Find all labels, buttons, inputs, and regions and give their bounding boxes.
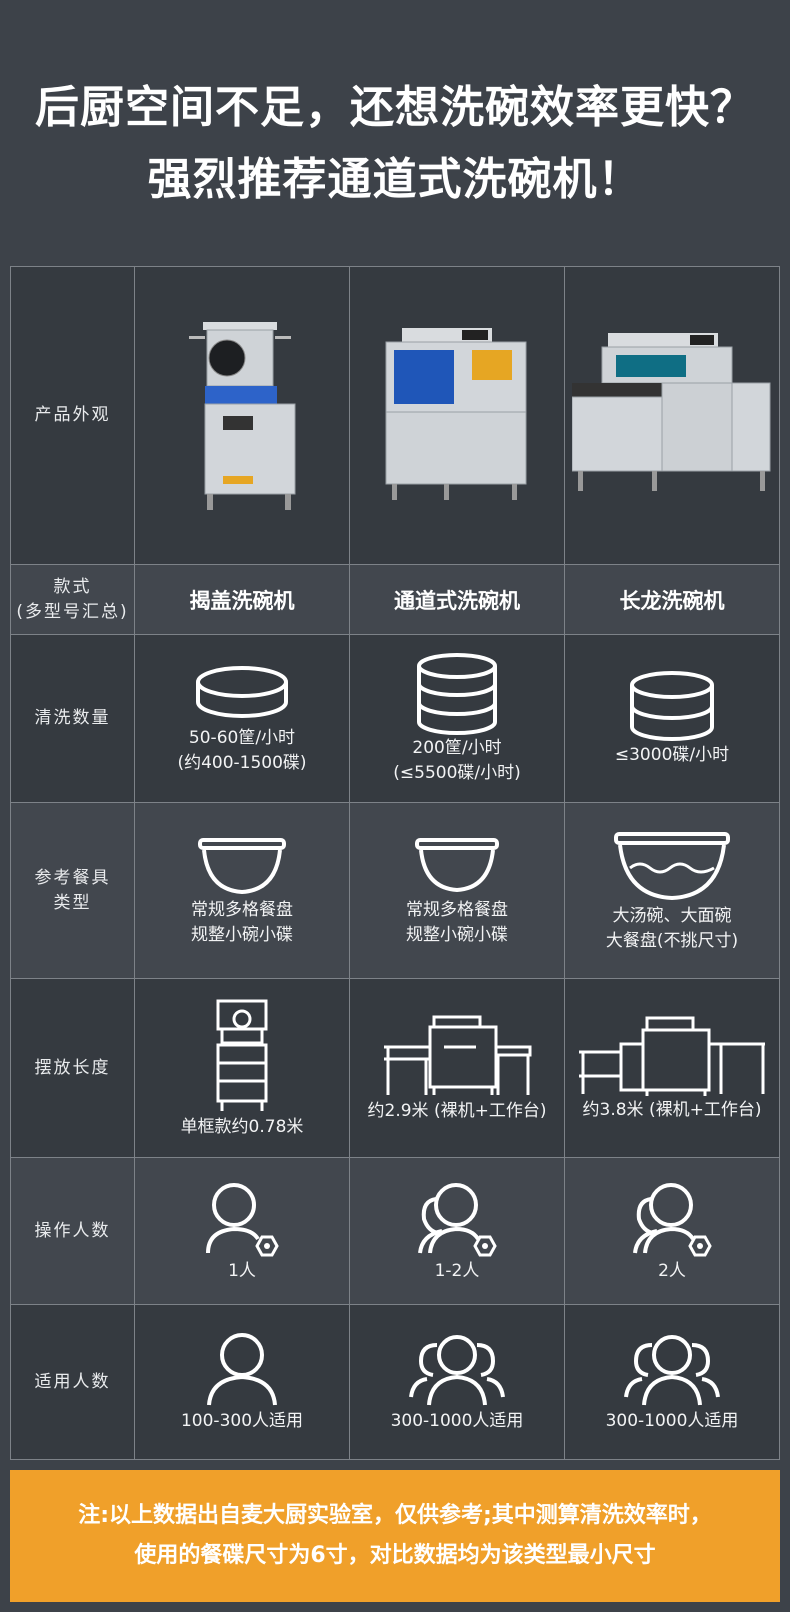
headline-line-1: 后厨空间不足，还想洗碗效率更快？ [35,82,755,133]
users-cell-3: 300-1000人适用 [564,1304,780,1460]
style-cell-3: 长龙洗碗机 [564,564,780,635]
footnote-banner: 注:以上数据出自麦大厨实验室，仅供参考;其中测算清洗效率时， 使用的餐碟尺寸为6… [10,1470,780,1602]
row-header-appearance: 产品外观 [10,266,135,565]
dish-cell-1: 常规多格餐盘 规整小碗小碟 [134,802,350,979]
operator-single-icon [206,1182,279,1256]
conveyor-line-outline-icon [384,1015,532,1095]
operators-cell-2: 1-2人 [349,1157,565,1305]
footnote-line-2: 使用的餐碟尺寸为6寸，对比数据均为该类型最小尺寸 [134,1543,656,1568]
footnote-line-1: 注:以上数据出自麦大厨实验室，仅供参考;其中测算清洗效率时， [78,1503,712,1528]
row-operators: 操作人数 1人 1-2人 [10,1157,780,1305]
row-header-style: 款式 (多型号汇总) [10,564,135,635]
row-length: 摆放长度 单框款约0.78米 [10,978,780,1158]
photo-flight-dishwasher [564,266,780,565]
photo-conveyor-dishwasher [349,266,565,565]
group-icon [624,1334,720,1405]
row-header-operators: 操作人数 [10,1157,135,1305]
row-header-wash-quantity: 清洗数量 [10,634,135,803]
photo-hood-dishwasher [134,266,350,565]
person-icon [207,1332,277,1405]
length-cell-1: 单框款约0.78米 [134,978,350,1158]
operator-pair-icon [633,1182,712,1256]
hood-machine-outline-icon [216,999,268,1111]
bowl-icon [198,837,286,894]
headline: 后厨空间不足，还想洗碗效率更快？ 强烈推荐通道式洗碗机！ [0,72,790,216]
operators-cell-1: 1人 [134,1157,350,1305]
length-cell-3: 约3.8米 (裸机+工作台) [564,978,780,1158]
length-cell-2: 约2.9米 (裸机+工作台) [349,978,565,1158]
flight-dishwasher-image [572,332,771,491]
operators-cell-3: 2人 [564,1157,780,1305]
dish-cell-2: 常规多格餐盘 规整小碗小碟 [349,802,565,979]
large-soup-bowl-icon [614,831,730,900]
operator-pair-icon [418,1182,497,1256]
headline-line-2: 强烈推荐通道式洗碗机！ [147,154,643,205]
row-dish-type: 参考餐具 类型 常规多格餐盘 规整小碗小碟 常规多格餐盘 规整小碗小碟 [10,802,780,979]
wash-cell-2: 200筐/小时 (≤5500碟/小时) [349,634,565,803]
style-cell-1: 揭盖洗碗机 [134,564,350,635]
row-users: 适用人数 100-300人适用 300-1000人适用 [10,1304,780,1460]
row-style: 款式 (多型号汇总) 揭盖洗碗机 通道式洗碗机 长龙洗碗机 [10,564,780,635]
dish-cell-3: 大汤碗、大面碗 大餐盘(不挑尺寸) [564,802,780,979]
row-appearance: 产品外观 [10,266,780,565]
row-header-length: 摆放长度 [10,978,135,1158]
row-header-users: 适用人数 [10,1304,135,1460]
comparison-table: 产品外观 [10,266,780,1460]
tall-plate-stack-icon [417,652,497,735]
row-wash-quantity: 清洗数量 50-60筐/小时 (约400-1500碟) 200筐/小时 (≤55… [10,634,780,803]
single-plate-stack-icon [196,665,288,718]
wash-cell-3: ≤3000碟/小时 [564,634,780,803]
conveyor-dishwasher-image [385,327,527,500]
style-cell-2: 通道式洗碗机 [349,564,565,635]
group-icon [409,1334,505,1405]
users-cell-2: 300-1000人适用 [349,1304,565,1460]
bowl-icon [415,837,499,892]
users-cell-1: 100-300人适用 [134,1304,350,1460]
row-header-dish-type: 参考餐具 类型 [10,802,135,979]
wash-cell-1: 50-60筐/小时 (约400-1500碟) [134,634,350,803]
medium-plate-stack-icon [630,671,714,741]
flight-line-outline-icon [579,1016,765,1096]
hood-dishwasher-image [189,321,296,510]
